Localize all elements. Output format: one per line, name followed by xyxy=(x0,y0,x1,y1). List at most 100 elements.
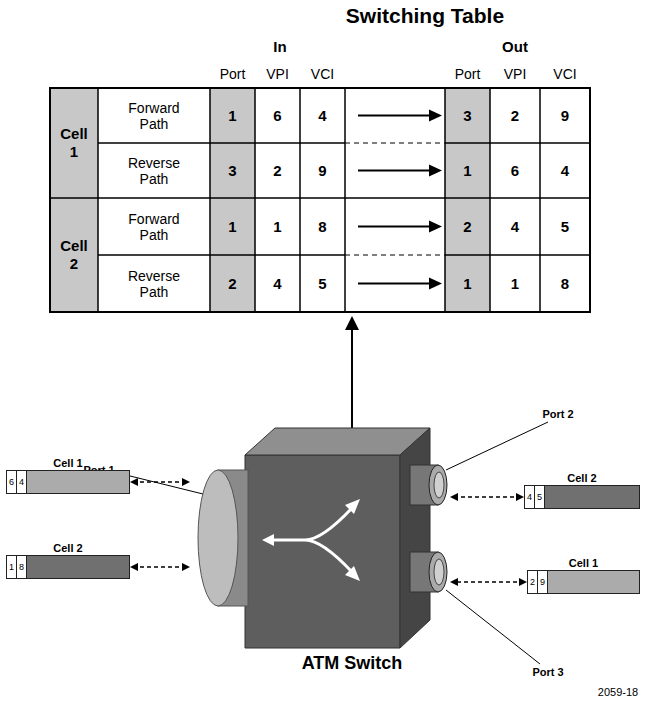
arrow-head xyxy=(450,578,458,586)
table-value: 3 xyxy=(212,145,253,196)
column-header: VPI xyxy=(486,64,544,84)
column-group-header: In xyxy=(250,36,310,56)
map-arrow-line xyxy=(358,283,432,285)
table-value: 4 xyxy=(257,257,298,310)
atm-cell: Cell 129 xyxy=(527,556,640,594)
header-digit: 4 xyxy=(17,471,27,493)
map-arrow-head xyxy=(429,110,442,122)
path-label: Forward Path xyxy=(114,90,194,141)
shaded-column xyxy=(50,88,98,312)
map-arrow-head xyxy=(429,221,442,233)
header-digit: 8 xyxy=(17,556,27,578)
atm-cell: Cell 245 xyxy=(524,471,640,509)
table-value: 2 xyxy=(447,200,488,253)
grid-line xyxy=(254,88,256,312)
atm-cell: Cell 218 xyxy=(6,541,130,579)
grid-line xyxy=(98,142,345,144)
cell-group-label: Cell 1 xyxy=(54,90,94,196)
grid-line xyxy=(344,88,346,312)
leader-line xyxy=(446,422,548,470)
column-header: VPI xyxy=(251,64,304,84)
table-value: 2 xyxy=(492,90,538,141)
leader-line xyxy=(122,474,203,494)
table-value: 9 xyxy=(542,90,588,141)
arrow-head xyxy=(519,578,527,586)
switch-side xyxy=(400,428,430,648)
switch-illustration xyxy=(190,425,450,683)
leader-line xyxy=(446,590,540,664)
connector-line xyxy=(133,566,187,567)
path-label: Reverse Path xyxy=(114,257,194,310)
dashed-connector xyxy=(450,493,524,501)
map-arrow-head xyxy=(429,278,442,290)
table-value: 1 xyxy=(447,145,488,196)
grid-line xyxy=(97,88,99,312)
port-face xyxy=(429,552,447,592)
header-digit: 1 xyxy=(7,556,17,578)
connector-line xyxy=(453,496,521,497)
path-label: Reverse Path xyxy=(114,145,194,196)
port-face-inner xyxy=(434,472,444,498)
port-label: Port 3 xyxy=(526,664,570,680)
map-arrow-line xyxy=(358,115,432,117)
cell-name: Cell 1 xyxy=(6,456,130,470)
switch-front xyxy=(245,455,400,648)
switch-top xyxy=(245,428,430,455)
table-value: 1 xyxy=(212,200,253,253)
cell-body: 64 xyxy=(6,470,130,494)
table-value: 6 xyxy=(257,90,298,141)
arrow-head xyxy=(130,563,138,571)
header-digit: 4 xyxy=(525,486,535,508)
dashed-connector xyxy=(130,478,190,486)
arrow-head xyxy=(450,493,458,501)
cell-name: Cell 2 xyxy=(524,471,640,485)
path-label: Forward Path xyxy=(114,200,194,253)
table-value: 6 xyxy=(492,145,538,196)
port-face xyxy=(429,465,447,505)
grid-line xyxy=(209,88,211,312)
cell-payload xyxy=(27,471,129,493)
switching-arrow-head xyxy=(345,499,360,514)
table-value: 3 xyxy=(447,90,488,141)
grid-line xyxy=(539,88,541,312)
table-value: 4 xyxy=(492,200,538,253)
arrow-head xyxy=(516,493,524,501)
shaded-column xyxy=(210,88,255,312)
column-group-header: Out xyxy=(485,36,545,56)
table-value: 2 xyxy=(257,145,298,196)
grid-line xyxy=(50,197,590,199)
table-value: 1 xyxy=(447,257,488,310)
grid-line xyxy=(98,254,345,256)
table-value: 1 xyxy=(492,257,538,310)
table-value: 9 xyxy=(302,145,343,196)
arrow-head xyxy=(130,478,138,486)
port-face-inner xyxy=(434,559,444,585)
dashed-connector xyxy=(450,578,527,586)
switching-arrow-head xyxy=(262,534,274,546)
switch-name: ATM Switch xyxy=(302,653,403,674)
dashed-connector xyxy=(130,563,190,571)
arrow-head xyxy=(182,478,190,486)
table-value: 8 xyxy=(542,257,588,310)
table-value: 1 xyxy=(212,90,253,141)
grid-line xyxy=(299,88,301,312)
header-digit: 9 xyxy=(538,571,548,593)
cell-name: Cell 1 xyxy=(527,556,640,570)
table-value: 4 xyxy=(542,145,588,196)
table-border xyxy=(50,88,590,312)
map-arrow-line xyxy=(358,170,432,172)
switching-arrow xyxy=(272,508,352,572)
connector-line xyxy=(133,481,187,482)
map-arrow-line xyxy=(358,226,432,228)
table-value: 5 xyxy=(302,257,343,310)
header-digit: 5 xyxy=(535,486,545,508)
map-arrow-head xyxy=(429,165,442,177)
switching-arrow-head xyxy=(345,566,360,581)
shaded-column xyxy=(445,88,490,312)
header-digit: 6 xyxy=(7,471,17,493)
table-value: 1 xyxy=(257,200,298,253)
figure-number: 2059-18 xyxy=(590,684,646,700)
port-face xyxy=(198,470,238,606)
arrow-head xyxy=(182,563,190,571)
